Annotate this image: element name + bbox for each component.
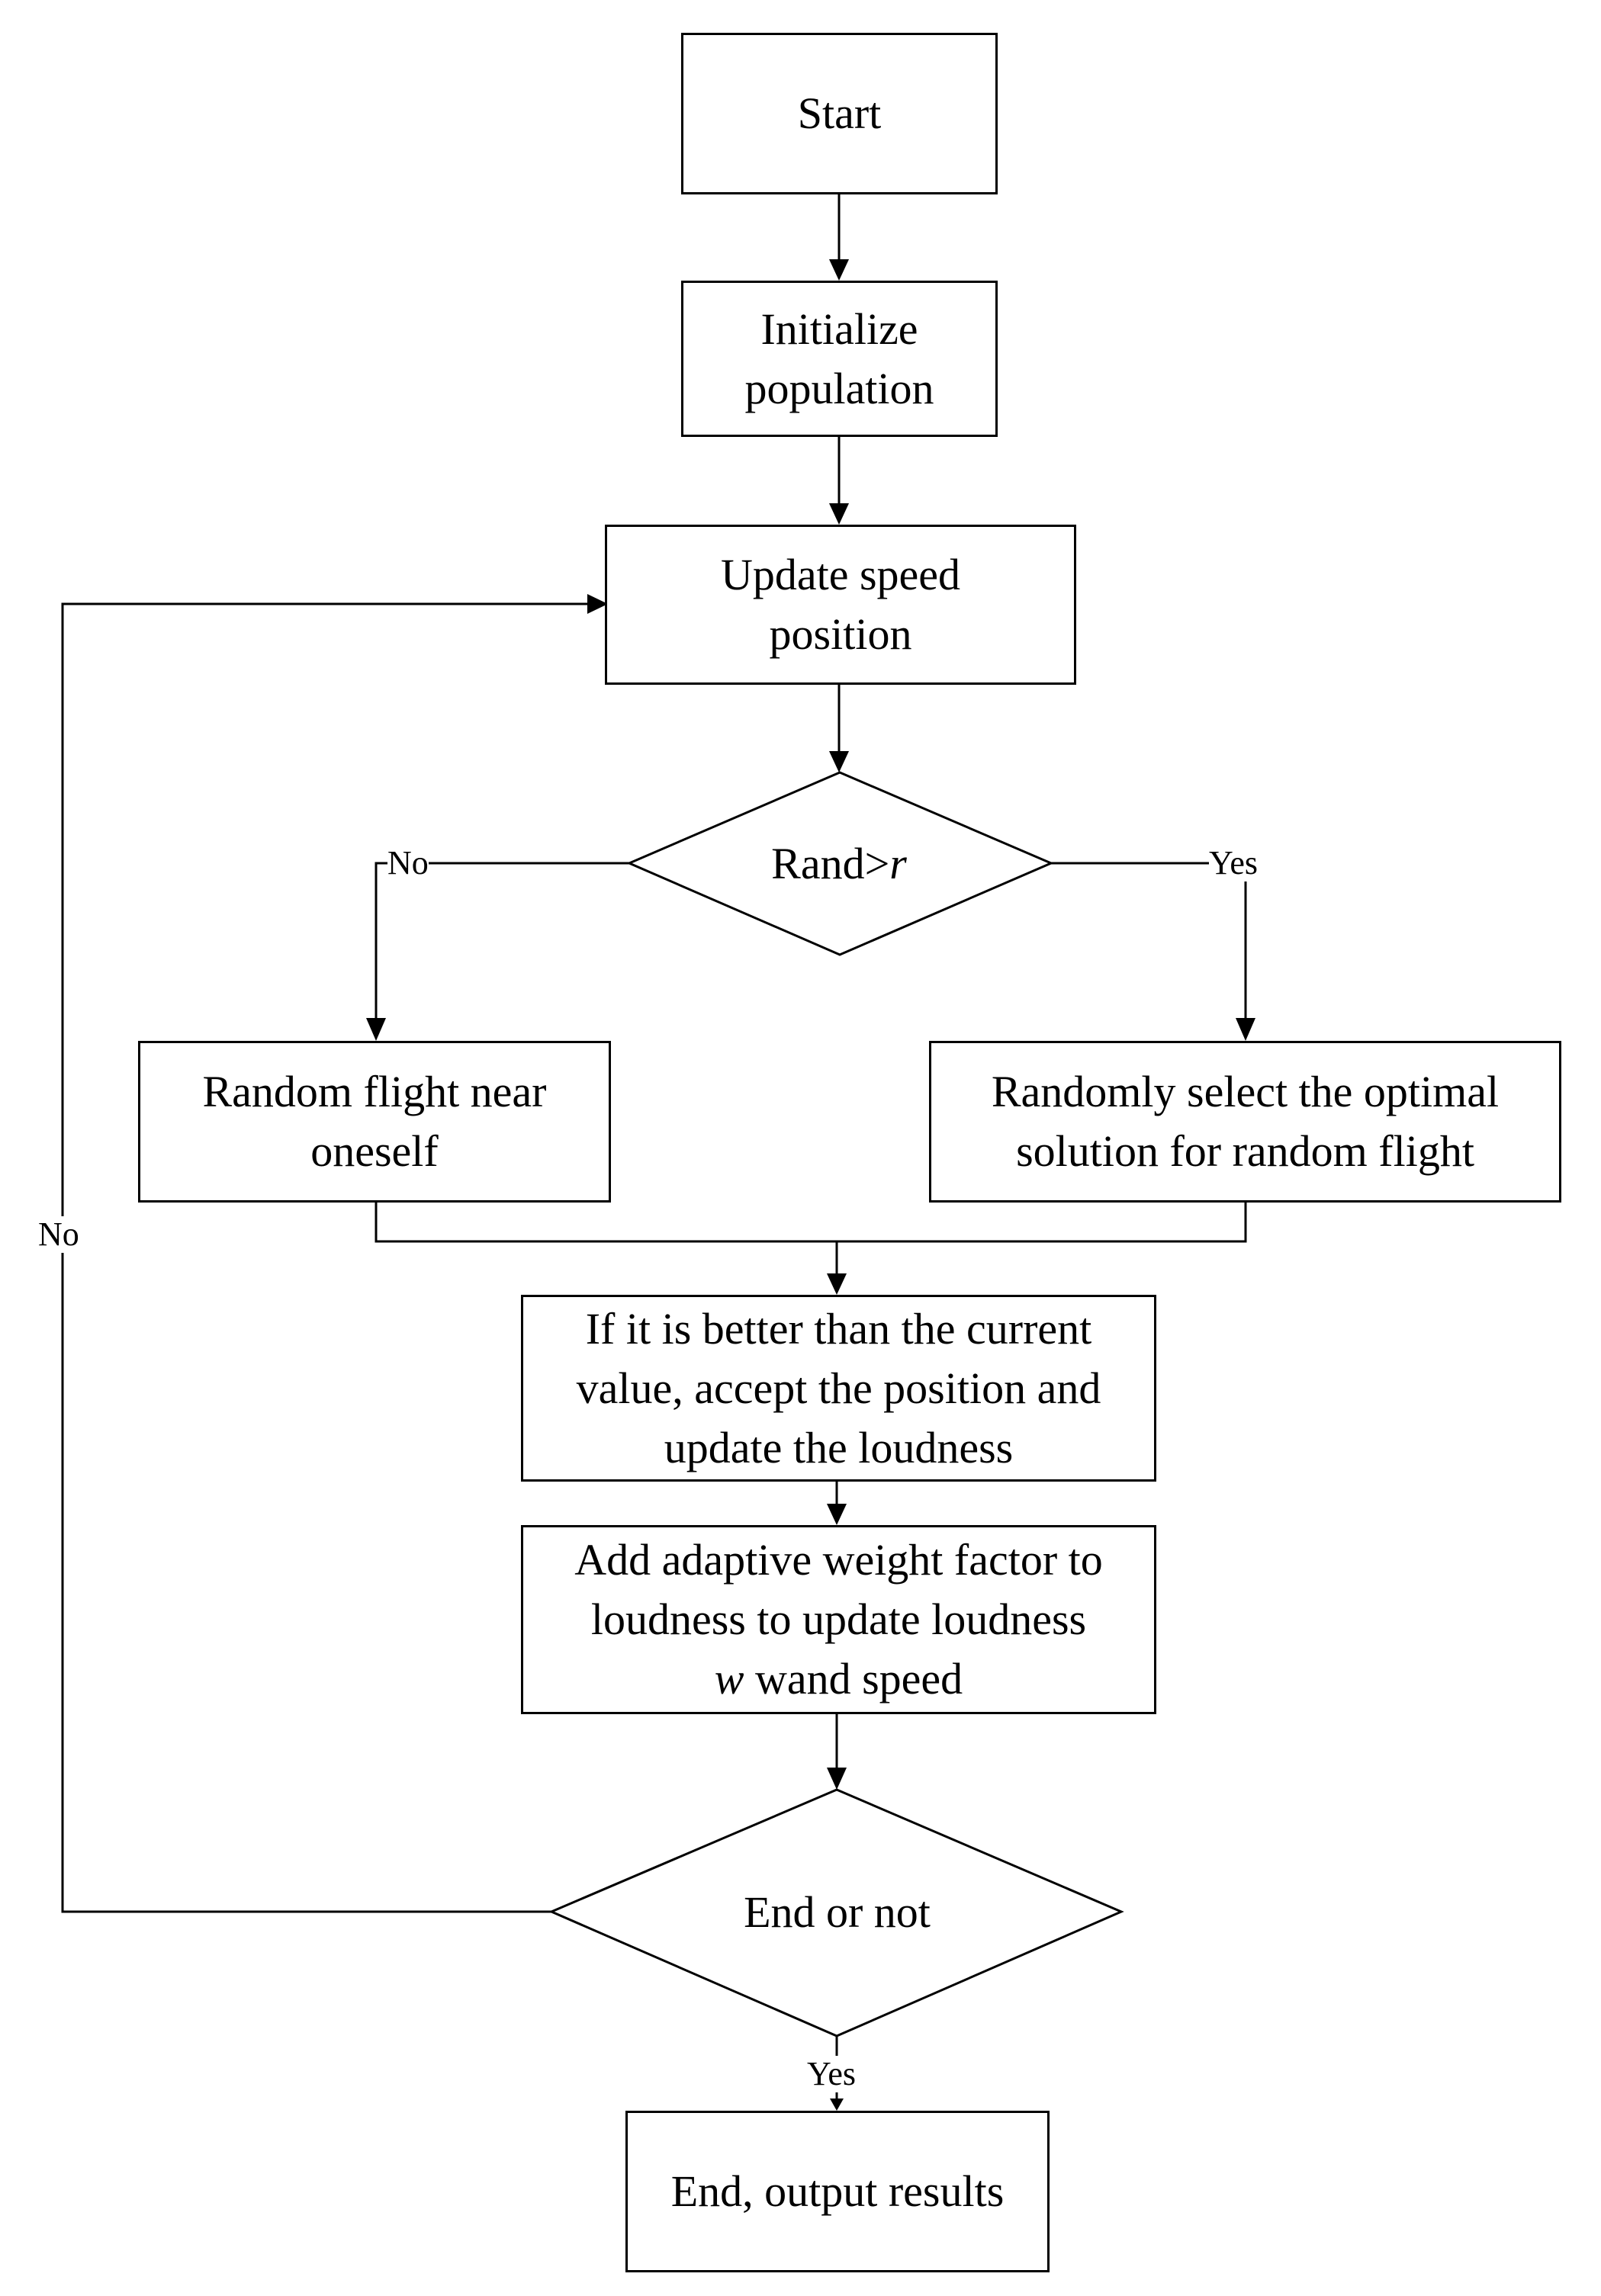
initialize-label: Initialize population [744,303,934,413]
yes-right-label: Yes [1209,844,1259,881]
edge-loop-back [61,602,587,1913]
end-node: End, output results [625,2111,1050,2272]
adaptive-label-tail: wand speed [744,1654,963,1704]
edge-left-merge [375,1203,1247,1243]
start-label: Start [797,88,882,138]
update-node: Update speed position [605,525,1076,685]
update-label: Update speed position [720,550,961,659]
decision-rand-label: Rand> [771,838,890,888]
decision-end-label: End or not [744,1887,931,1937]
arrowhead-end [830,2099,844,2111]
arrowhead-init [829,259,849,281]
arrowhead-loop [587,594,608,614]
random-flight-label: Random flight near oneself [202,1067,547,1176]
adaptive-label: Add adaptive weight factor to loudness t… [574,1530,1103,1709]
arrowhead-adaptive [827,1504,847,1525]
no-loop-label: No [38,1215,79,1253]
optimal-flight-node: Randomly select the optimal solution for… [929,1041,1561,1203]
decision-rand-text: Rand>r [686,825,992,901]
decision-rand-shape [626,771,1054,956]
decision-end-shape [548,1788,1124,2037]
adaptive-node: Add adaptive weight factor to loudness t… [521,1525,1156,1714]
random-flight-node: Random flight near oneself [138,1041,611,1203]
adaptive-var: w [714,1654,744,1704]
yes-bottom-label: Yes [807,2055,857,2092]
edge-decision-no [375,862,629,1018]
optimal-flight-label: Randomly select the optimal solution for… [991,1067,1500,1176]
accept-node: If it is better than the current value, … [521,1295,1156,1482]
decision-rand-var: r [889,838,907,888]
arrowhead-decision2 [827,1768,847,1790]
arrowhead-right [1236,1018,1255,1041]
no-left-label: No [387,844,429,881]
accept-label: If it is better than the current value, … [576,1303,1101,1472]
arrowhead-accept [827,1273,847,1295]
arrowhead-update [829,503,849,525]
decision-end-text: End or not [656,1874,1018,1950]
edge-decision-yes [1051,862,1247,1018]
arrowhead-decision [829,751,849,772]
initialize-node: Initialize population [681,281,998,437]
arrowhead-left [366,1018,386,1041]
start-node: Start [681,33,998,194]
end-label: End, output results [670,2166,1005,2216]
adaptive-label-main: Add adaptive weight factor to loudness t… [574,1535,1103,1644]
